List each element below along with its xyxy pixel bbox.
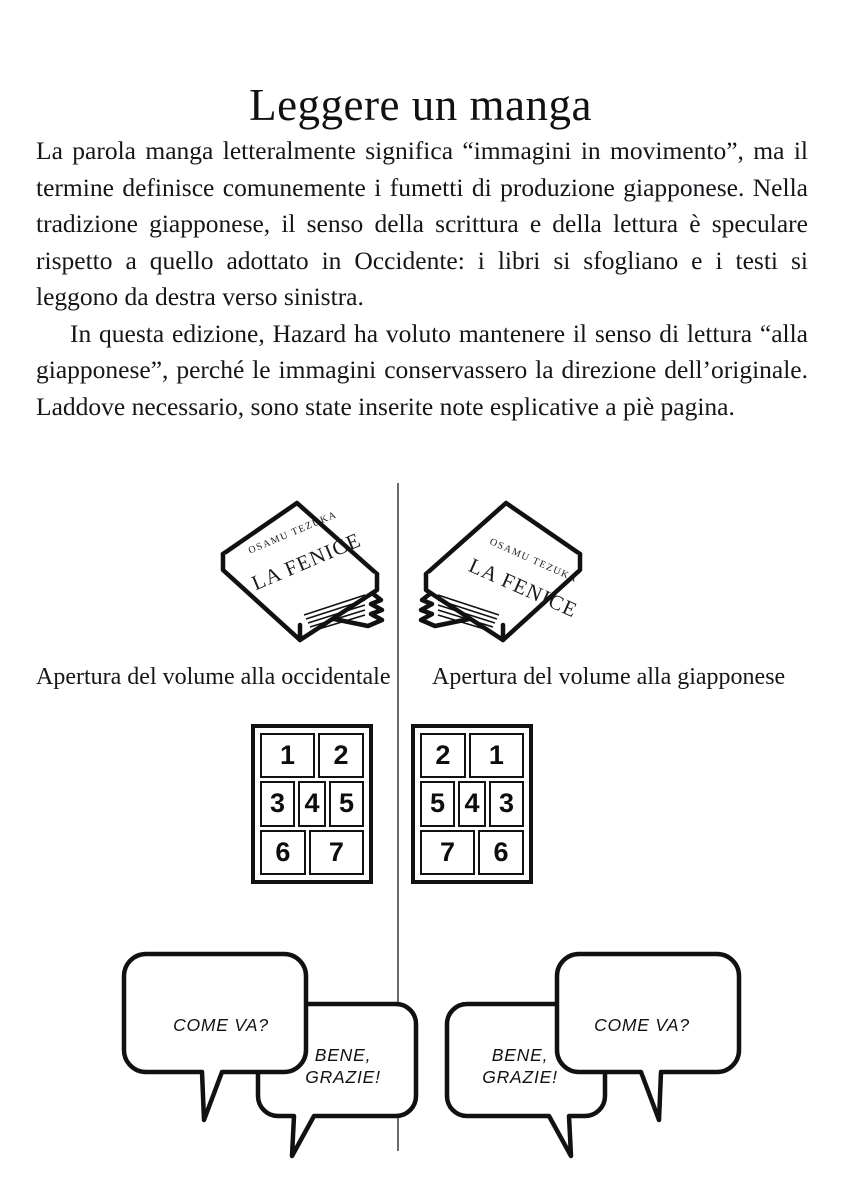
panel-1: 1 xyxy=(260,733,316,779)
book-western-icon xyxy=(220,500,385,643)
balloon-text-come-va: COME VA? xyxy=(173,1015,269,1035)
speech-balloons-western-icon xyxy=(121,951,419,1159)
panel-2: 2 xyxy=(420,733,466,779)
paragraph-1: La parola manga letteralmente significa … xyxy=(36,136,808,311)
balloon-text-bene-grazie: BENE, GRAZIE! xyxy=(305,1045,381,1087)
balloon-text-come-va: COME VA? xyxy=(594,1015,690,1035)
panel-3: 3 xyxy=(489,781,524,827)
panel-2: 2 xyxy=(318,733,364,779)
balloons-western: COME VA? BENE, GRAZIE! xyxy=(118,932,438,1162)
panel-5: 5 xyxy=(329,781,364,827)
panel-3: 3 xyxy=(260,781,295,827)
vertical-divider xyxy=(397,483,399,1151)
book-western: OSAMU TEZUKA LA FENICE xyxy=(205,486,405,666)
comparison-figure: OSAMU TEZUKA LA FENICE OSAMU TEZUKA LA F… xyxy=(0,462,841,1200)
balloons-japanese: COME VA? BENE, GRAZIE! xyxy=(425,932,745,1162)
panel-6: 6 xyxy=(260,829,306,875)
balloon-text-bene-grazie: BENE, GRAZIE! xyxy=(482,1045,558,1087)
caption-japanese: Apertura del volume alla giapponese xyxy=(432,664,786,690)
paragraph-2: In questa edizione, Hazard ha voluto man… xyxy=(36,318,808,421)
panel-1: 1 xyxy=(468,733,524,779)
panel-7: 7 xyxy=(308,829,364,875)
body-text: La parola manga letteralmente significa … xyxy=(36,133,808,425)
panel-4: 4 xyxy=(297,781,327,827)
book-japanese-icon xyxy=(418,500,583,643)
panel-6: 6 xyxy=(478,829,524,875)
caption-western: Apertura del volume alla occidentale xyxy=(36,664,391,690)
panel-4: 4 xyxy=(457,781,487,827)
book-illustrations: OSAMU TEZUKA LA FENICE OSAMU TEZUKA LA F… xyxy=(0,486,841,666)
page-title: Leggere un manga xyxy=(249,80,592,131)
book-japanese: OSAMU TEZUKA LA FENICE xyxy=(398,486,598,666)
figure-captions: Apertura del volume alla occidentale Ape… xyxy=(0,662,841,702)
panel-5: 5 xyxy=(420,781,455,827)
speech-balloon-diagrams: COME VA? BENE, GRAZIE! COME VA? BENE, GR… xyxy=(0,932,841,1162)
panel-7: 7 xyxy=(420,829,476,875)
speech-balloons-japanese-icon xyxy=(444,951,742,1159)
